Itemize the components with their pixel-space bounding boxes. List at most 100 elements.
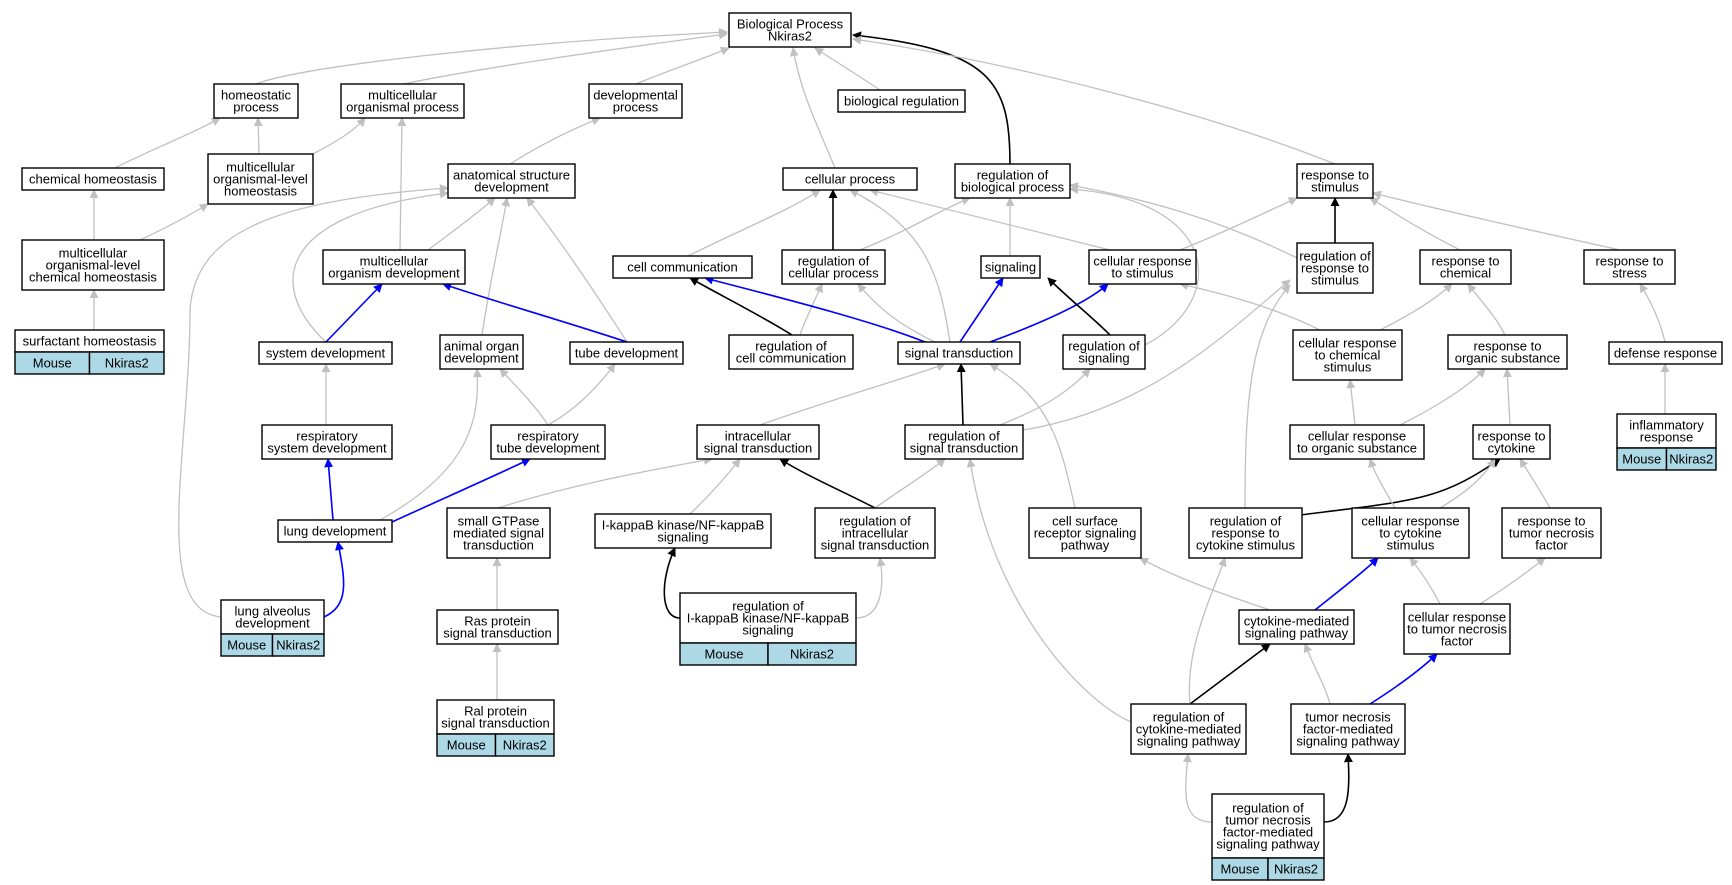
go-term-node-rikk[interactable]: regulation ofI-kappaB kinase/NF-kappaBsi… <box>679 592 857 666</box>
term-box <box>1028 507 1142 559</box>
is-a-edge-ros-to-rch <box>1467 283 1506 336</box>
is-a-edge-rrcs-to-rrs <box>1244 284 1291 509</box>
term-label-line: homeostasis <box>224 184 297 199</box>
term-label-line: multicellular <box>360 254 429 269</box>
is-a-edge-crtnf-to-crc <box>1409 557 1441 605</box>
term-label-line: regulation of <box>1153 710 1225 725</box>
is-a-edge-rstr-to-rts <box>1372 190 1621 251</box>
term-box <box>207 153 314 205</box>
term-label-line: transduction <box>463 538 534 553</box>
go-term-node-chom[interactable]: chemical homeostasis <box>21 167 165 191</box>
term-label-line: signal transduction <box>905 346 1013 361</box>
is-a-edge-ikk-to-ist <box>689 458 741 515</box>
term-label-line: factor-mediated <box>1223 825 1313 840</box>
term-label-line: lung development <box>284 524 387 539</box>
term-label-line: tumor necrosis <box>1225 813 1311 828</box>
term-box <box>1608 341 1723 365</box>
term-label-line: stimulus <box>1311 273 1359 288</box>
regulates-edge-rst-to-st <box>956 363 966 426</box>
term-label-line: I-kappaB kinase/NF-kappaB <box>602 518 765 533</box>
go-term-node-cp[interactable]: cellular process <box>782 167 918 191</box>
regulates-edge-rikk-to-ikk <box>663 547 681 619</box>
term-label-line: anatomical structure <box>453 168 570 183</box>
term-label-line: factor <box>1441 634 1474 649</box>
annotation-cell <box>1665 447 1717 471</box>
annotation-cell <box>1267 857 1325 881</box>
is-a-edge-molc-to-molh <box>139 203 209 241</box>
go-term-node-cc[interactable]: cell communication <box>612 255 753 279</box>
term-label-line: to tumor necrosis <box>1407 622 1507 637</box>
term-label-line: response to <box>1474 339 1542 354</box>
go-term-node-sysd[interactable]: system development <box>258 341 393 365</box>
is-a-edge-rcmsp-to-rrcs <box>1188 557 1227 705</box>
is-a-edge-gtp-to-ist <box>497 455 713 509</box>
go-term-node-sig[interactable]: signaling <box>980 255 1041 279</box>
term-box <box>1238 609 1355 645</box>
is-a-edge-rst-to-rrs <box>1022 279 1291 431</box>
go-term-node-breg[interactable]: biological regulation <box>837 89 966 113</box>
regulates-edge-rsig-to-sig <box>1047 277 1111 336</box>
go-term-node-rcmsp[interactable]: regulation ofcytokine-mediatedsignaling … <box>1130 703 1247 755</box>
term-box <box>569 341 684 365</box>
term-label-line: regulation of <box>1299 249 1371 264</box>
regulates-edge-rbp-to-bp <box>852 31 1011 165</box>
go-term-node-defr[interactable]: defense response <box>1608 341 1723 365</box>
go-term-node-tube[interactable]: tube development <box>569 341 684 365</box>
annotation-gene: Nkiras2 <box>1669 452 1713 467</box>
term-label-line: regulation of <box>1068 339 1140 354</box>
term-box <box>897 341 1021 365</box>
go-term-node-st[interactable]: signal transduction <box>897 341 1021 365</box>
part-of-edge-st-to-crs <box>989 283 1109 343</box>
term-label-line: development <box>235 616 310 631</box>
go-term-node-lung[interactable]: lung development <box>277 519 393 543</box>
term-box <box>340 83 465 119</box>
term-label-line: signaling pathway <box>1245 626 1349 641</box>
term-label-line: system development <box>266 346 386 361</box>
is-a-edge-rcp-to-rbp <box>859 196 971 251</box>
is-a-edge-mop-to-bp <box>402 30 728 85</box>
